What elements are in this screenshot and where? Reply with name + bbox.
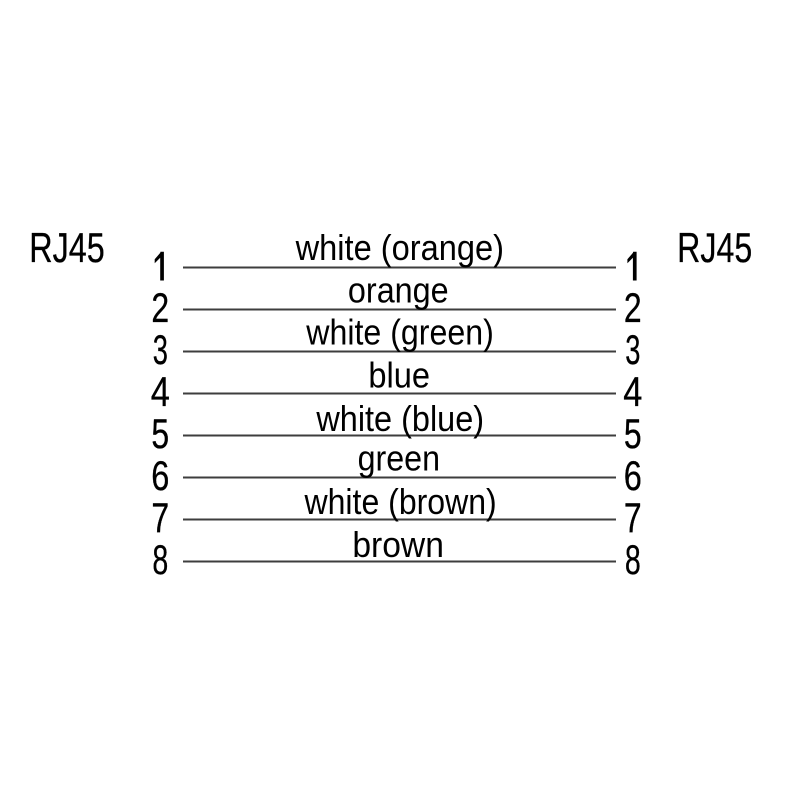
svg-text:RJ45: RJ45 <box>677 224 752 271</box>
svg-text:brown: brown <box>352 525 444 565</box>
svg-text:blue: blue <box>368 356 430 396</box>
svg-text:green: green <box>358 439 440 479</box>
svg-text:orange: orange <box>348 271 449 311</box>
svg-text:5: 5 <box>624 410 642 457</box>
svg-text:white (blue): white (blue) <box>315 399 484 439</box>
svg-text:7: 7 <box>151 494 169 541</box>
svg-text:8: 8 <box>625 535 641 583</box>
svg-text:4: 4 <box>623 369 642 416</box>
svg-text:RJ45: RJ45 <box>29 224 105 271</box>
svg-text:white (brown): white (brown) <box>304 482 497 522</box>
svg-text:8: 8 <box>152 535 168 583</box>
svg-text:4: 4 <box>151 369 170 416</box>
svg-text:2: 2 <box>624 284 642 331</box>
svg-text:white (orange): white (orange) <box>295 229 504 269</box>
svg-text:7: 7 <box>624 494 642 541</box>
svg-text:6: 6 <box>151 452 169 499</box>
svg-text:6: 6 <box>624 452 642 499</box>
svg-text:3: 3 <box>625 326 640 373</box>
svg-text:5: 5 <box>151 410 169 457</box>
svg-text:2: 2 <box>151 284 169 331</box>
svg-text:3: 3 <box>153 326 168 373</box>
svg-text:white (green): white (green) <box>305 313 493 353</box>
